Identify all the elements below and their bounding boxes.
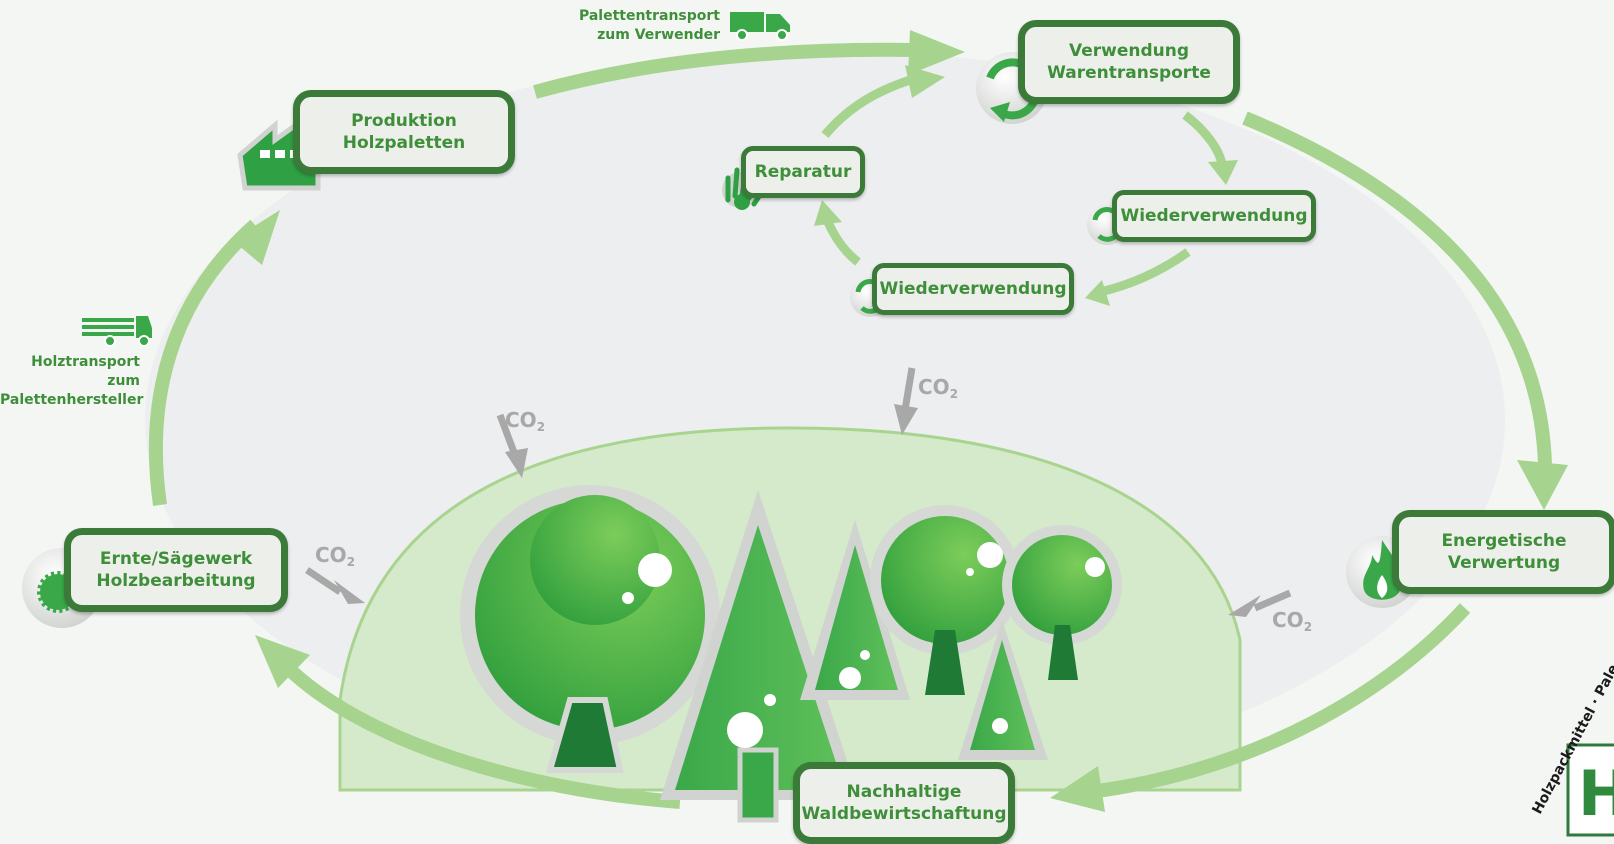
node-forestry-line2: Waldbewirtschaftung [801, 804, 1007, 824]
node-harvest-line1: Ernte/Sägewerk [99, 549, 253, 569]
co2-label-left-top: CO2 [505, 408, 545, 434]
arrow-to-harvest [280, 660, 681, 809]
pallet-transport-label: Palettentransport zum Verwender [575, 7, 720, 45]
node-forestry-line1: Nachhaltige [846, 782, 962, 802]
node-reuse-left: Wiederverwendung [872, 263, 1074, 315]
tree-icon [460, 485, 1122, 823]
arrow-to-production [148, 219, 260, 506]
co2-sub: 2 [346, 555, 356, 569]
node-energy-line2: Verwertung [1447, 553, 1561, 573]
node-use: Verwendung Warentransporte [1018, 20, 1240, 104]
co2-text: CO [918, 375, 950, 399]
node-harvest-line2: Holzbearbeitung [96, 571, 256, 591]
pallet-transport-line1: Palettentransport [578, 8, 720, 24]
node-forestry: Nachhaltige Waldbewirtschaftung [793, 762, 1015, 844]
wood-transport-line2: Palettenhersteller [0, 392, 144, 408]
node-energy: Energetische Verwertung [1392, 510, 1614, 594]
cycle-arrowheads [232, 30, 1568, 812]
logo-letter: H [1578, 757, 1614, 830]
co2-label-left: CO2 [315, 543, 355, 569]
co2-sub: 2 [949, 387, 959, 401]
co2-sub: 2 [536, 420, 546, 434]
node-use-line1: Verwendung [1068, 41, 1190, 61]
co2-text: CO [505, 408, 537, 432]
arrow-to-use [533, 42, 916, 99]
node-production: Produktion Holzpaletten [293, 90, 515, 174]
node-production-line1: Produktion [351, 111, 457, 131]
co2-text: CO [1272, 608, 1304, 632]
node-reuse-left-label: Wiederverwendung [879, 279, 1067, 299]
node-reuse-right: Wiederverwendung [1112, 190, 1316, 242]
truck-icon-wood [82, 316, 152, 347]
node-energy-line1: Energetische [1441, 531, 1567, 551]
node-harvest: Ernte/Sägewerk Holzbearbeitung [64, 528, 288, 612]
node-repair: Reparatur [741, 146, 865, 198]
co2-text: CO [315, 543, 347, 567]
co2-sub: 2 [1303, 620, 1313, 634]
co2-label-right: CO2 [1272, 608, 1312, 634]
node-use-line2: Warentransporte [1047, 63, 1211, 83]
node-reuse-right-label: Wiederverwendung [1120, 206, 1308, 226]
wood-transport-label: Holztransport zum Palettenhersteller [0, 353, 144, 410]
co2-arrowheads [334, 404, 1261, 617]
cycle-arrows [148, 42, 1552, 809]
pallet-transport-line2: zum Verwender [597, 27, 720, 43]
truck-icon [730, 12, 790, 41]
co2-label-center-top: CO2 [918, 375, 958, 401]
arrow-to-energy [1242, 111, 1552, 466]
brand-logo: H [1566, 743, 1614, 837]
node-production-line2: Holzpaletten [342, 133, 466, 153]
node-repair-label: Reparatur [754, 162, 852, 182]
arrow-to-forestry [1089, 603, 1471, 799]
wood-transport-line1: Holztransport zum [31, 354, 140, 389]
inner-arrows [821, 75, 1227, 297]
